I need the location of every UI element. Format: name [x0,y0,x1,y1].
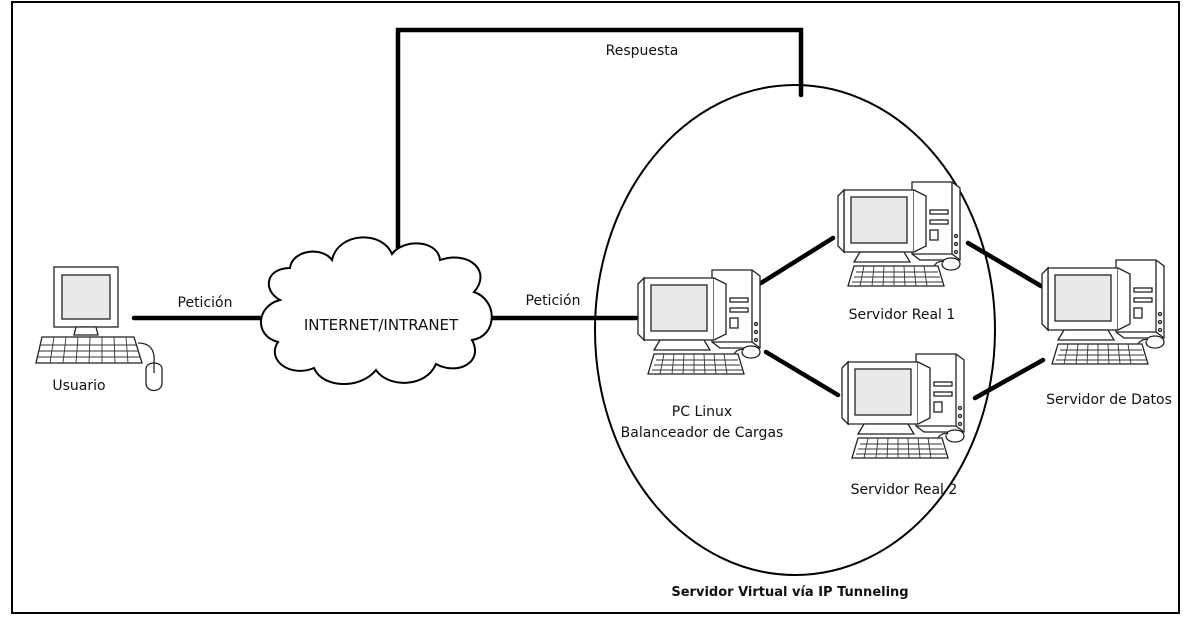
user-label: Usuario [52,378,105,394]
real-server-1-label: Servidor Real 1 [849,307,956,323]
desktop-computer-icon [35,266,163,392]
request-label-right: Petición [526,293,581,309]
real-server-2-label: Servidor Real 2 [851,482,958,498]
diagram-frame [11,1,1180,614]
cloud-icon [260,236,493,385]
balancer-computer-icon [637,269,761,375]
response-path [395,27,804,265]
balancer-label-line1: PC Linux [672,404,732,420]
balancer-label-line2: Balanceador de Cargas [621,425,784,441]
link-balancer-real2 [763,349,841,398]
data-server-label: Servidor de Datos [1046,392,1172,408]
real-server-1-icon [837,181,961,287]
link-balancer-real1 [758,235,836,286]
response-label: Respuesta [606,43,679,59]
real-server-2-icon [841,353,965,459]
link-real1-data [965,240,1044,289]
virtual-server-boundary [594,84,996,576]
data-server-icon [1041,259,1165,365]
link-real2-data [972,357,1046,401]
request-label-left: Petición [178,295,233,311]
virtual-server-caption: Servidor Virtual vía IP Tunneling [671,585,908,600]
cloud-label: INTERNET/INTRANET [304,316,459,334]
